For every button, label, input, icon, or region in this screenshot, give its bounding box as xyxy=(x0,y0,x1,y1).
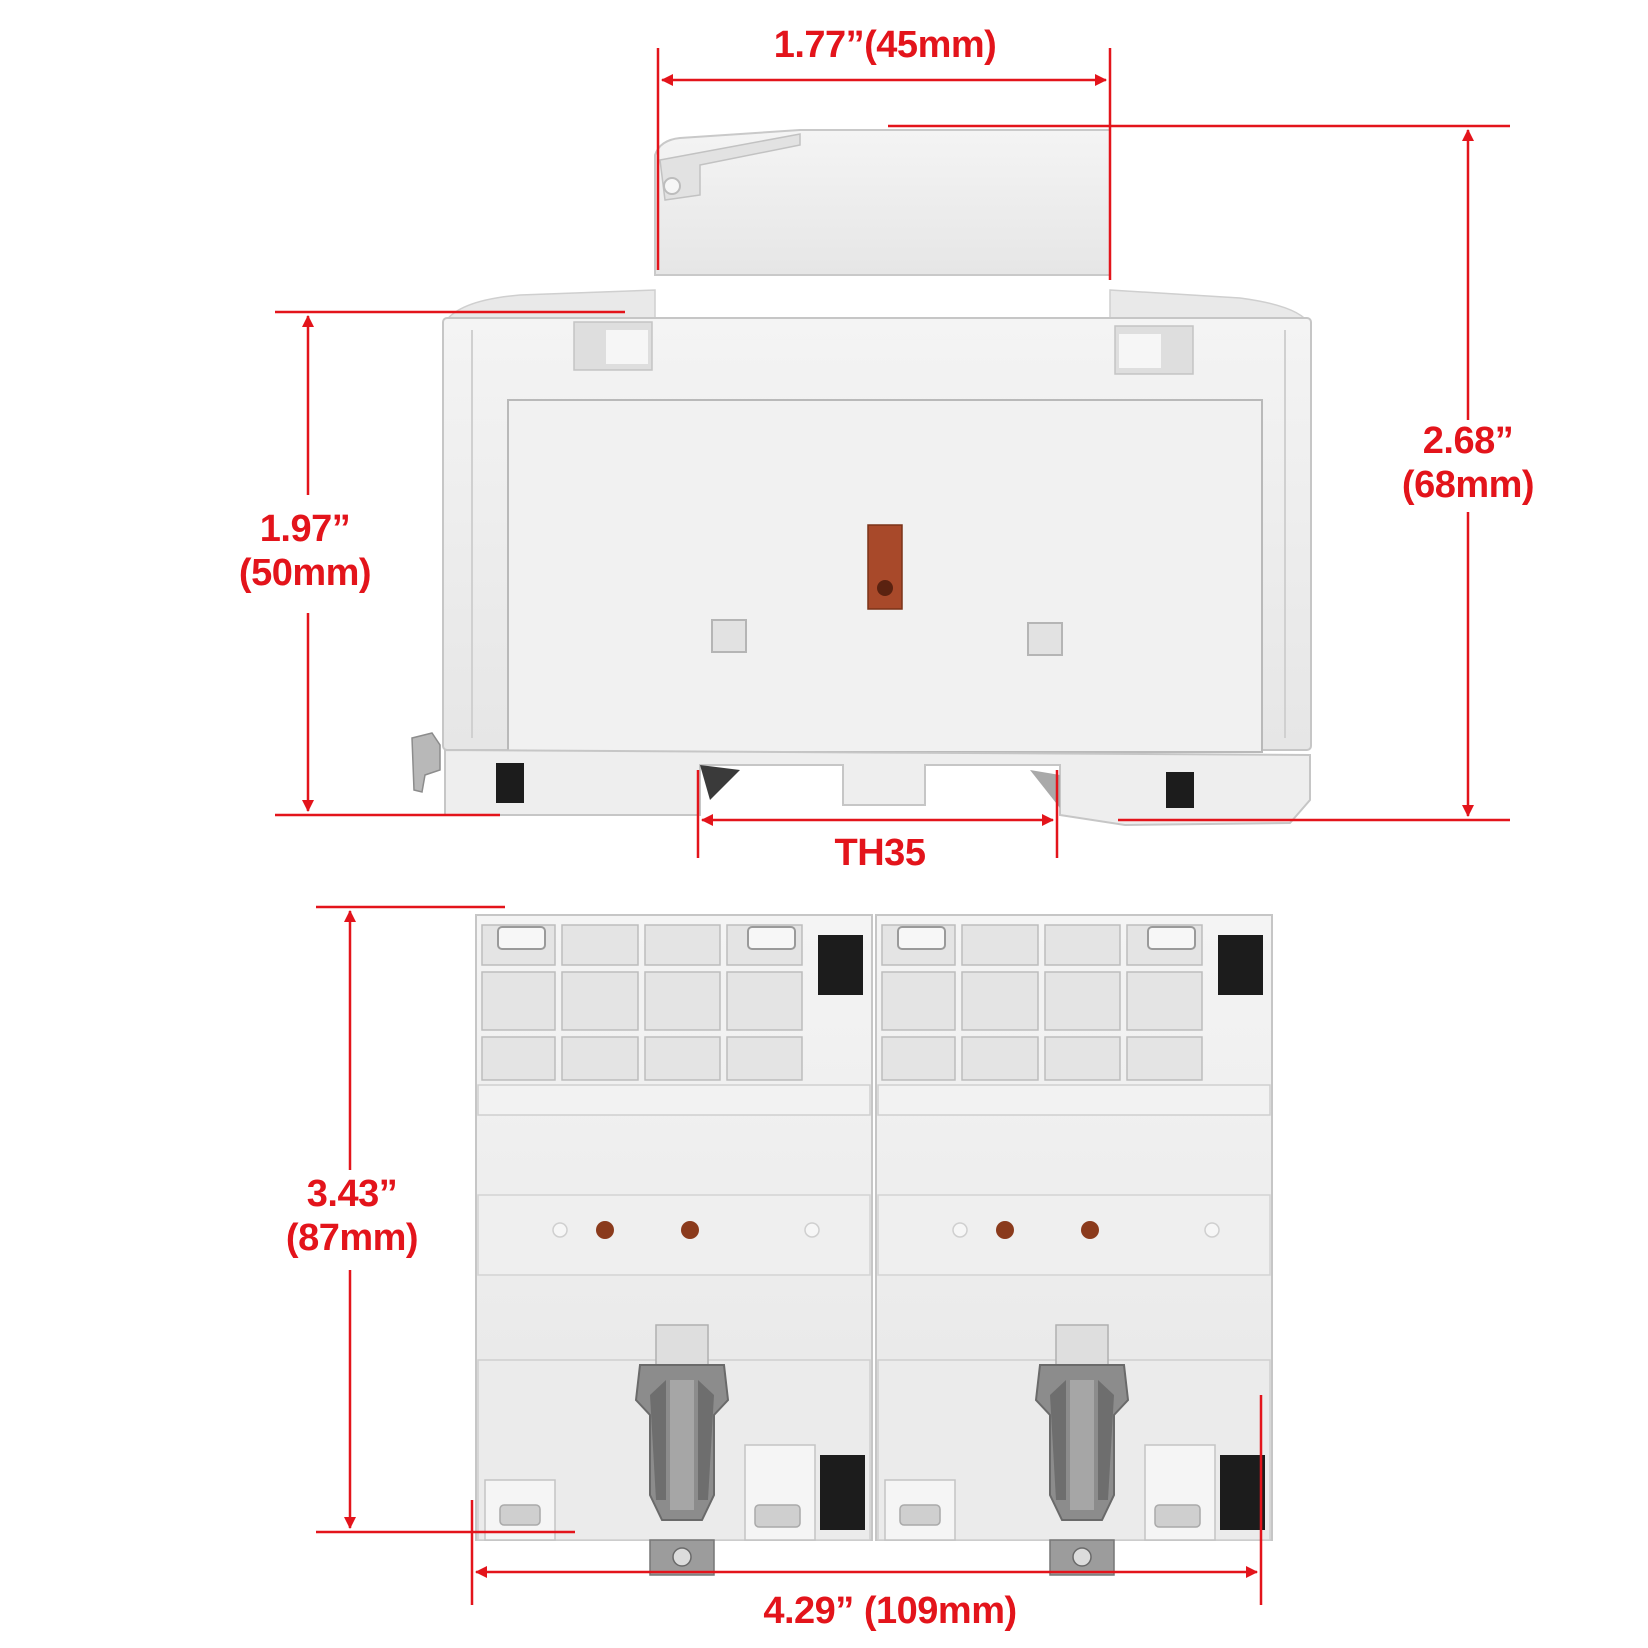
dim-left-mm: (50mm) xyxy=(238,551,372,594)
side-hole-right xyxy=(1027,622,1063,656)
dim-label-rail: TH35 xyxy=(834,832,926,874)
grid-ledge xyxy=(477,1084,871,1116)
vent-cell xyxy=(961,971,1039,1031)
din-clip-right xyxy=(1030,770,1060,808)
module-right xyxy=(875,914,1273,1576)
vent-cell xyxy=(1044,924,1121,966)
dark-slot xyxy=(1220,1455,1265,1530)
din-clip xyxy=(1034,1324,1130,1576)
side-hinge xyxy=(663,177,681,195)
dim-depth-inch: 3.43” xyxy=(306,1173,398,1215)
vent-cell xyxy=(1126,971,1203,1031)
terminal-dot xyxy=(681,1221,699,1239)
side-hole-left xyxy=(711,619,747,653)
vent-cell xyxy=(881,1036,956,1081)
side-top-flap xyxy=(659,133,801,201)
vent-cell xyxy=(481,971,556,1031)
vent-grid-left xyxy=(477,924,871,1116)
vent-cell xyxy=(881,971,956,1031)
dark-slot xyxy=(818,935,863,995)
side-top-module xyxy=(654,129,1111,276)
dim-left-inch: 1.97” xyxy=(259,508,351,550)
dim-label-left-height: 1.97” (50mm) xyxy=(215,508,395,595)
vent-cell xyxy=(644,1036,721,1081)
terminal-clip xyxy=(747,926,796,950)
vent-grid-right xyxy=(877,924,1271,1116)
vent-cell xyxy=(726,1036,803,1081)
dim-right-inch: 2.68” xyxy=(1422,420,1514,462)
dim-right-mm: (68mm) xyxy=(1401,463,1535,506)
vent-cell xyxy=(1126,1036,1203,1081)
vent-cell xyxy=(561,924,639,966)
dark-slot xyxy=(1218,935,1263,995)
terminal-clip xyxy=(1147,926,1196,950)
vent-cell xyxy=(481,1036,556,1081)
dimension-lines xyxy=(275,48,1510,1605)
dark-slot xyxy=(820,1455,865,1530)
vent-cell xyxy=(1044,971,1121,1031)
mid-band-left xyxy=(477,1194,871,1276)
dim-depth-mm: (87mm) xyxy=(285,1216,419,1259)
vent-cell xyxy=(726,971,803,1031)
terminal-dot xyxy=(996,1221,1014,1239)
side-slot-right xyxy=(1166,772,1194,808)
vent-cell xyxy=(644,971,721,1031)
vent-cell xyxy=(961,1036,1039,1081)
side-base xyxy=(444,748,1311,827)
back-view xyxy=(475,914,1273,1576)
vent-cell xyxy=(561,1036,639,1081)
vent-cell xyxy=(561,971,639,1031)
mid-band-right xyxy=(877,1194,1271,1276)
terminal-clip xyxy=(897,926,946,950)
dim-label-depth: 3.43” (87mm) xyxy=(262,1173,442,1260)
din-clip xyxy=(634,1324,730,1576)
side-slot-left xyxy=(496,763,524,803)
terminal-clip xyxy=(497,926,546,950)
side-latch xyxy=(411,732,441,793)
vent-cell xyxy=(644,924,721,966)
vent-cell xyxy=(961,924,1039,966)
grid-ledge xyxy=(877,1084,1271,1116)
dim-label-right-height: 2.68” (68mm) xyxy=(1378,420,1558,507)
side-left-shoulder xyxy=(443,289,656,323)
side-view xyxy=(411,129,1312,827)
module-left xyxy=(475,914,873,1576)
vent-cell xyxy=(1044,1036,1121,1081)
terminal-dot xyxy=(596,1221,614,1239)
terminal-dot xyxy=(1081,1221,1099,1239)
din-clip-left xyxy=(700,765,740,800)
status-indicator xyxy=(867,524,903,610)
dim-label-top-width: 1.77”(45mm) xyxy=(773,24,997,66)
dim-label-bottom-width: 4.29” (109mm) xyxy=(763,1590,1017,1632)
